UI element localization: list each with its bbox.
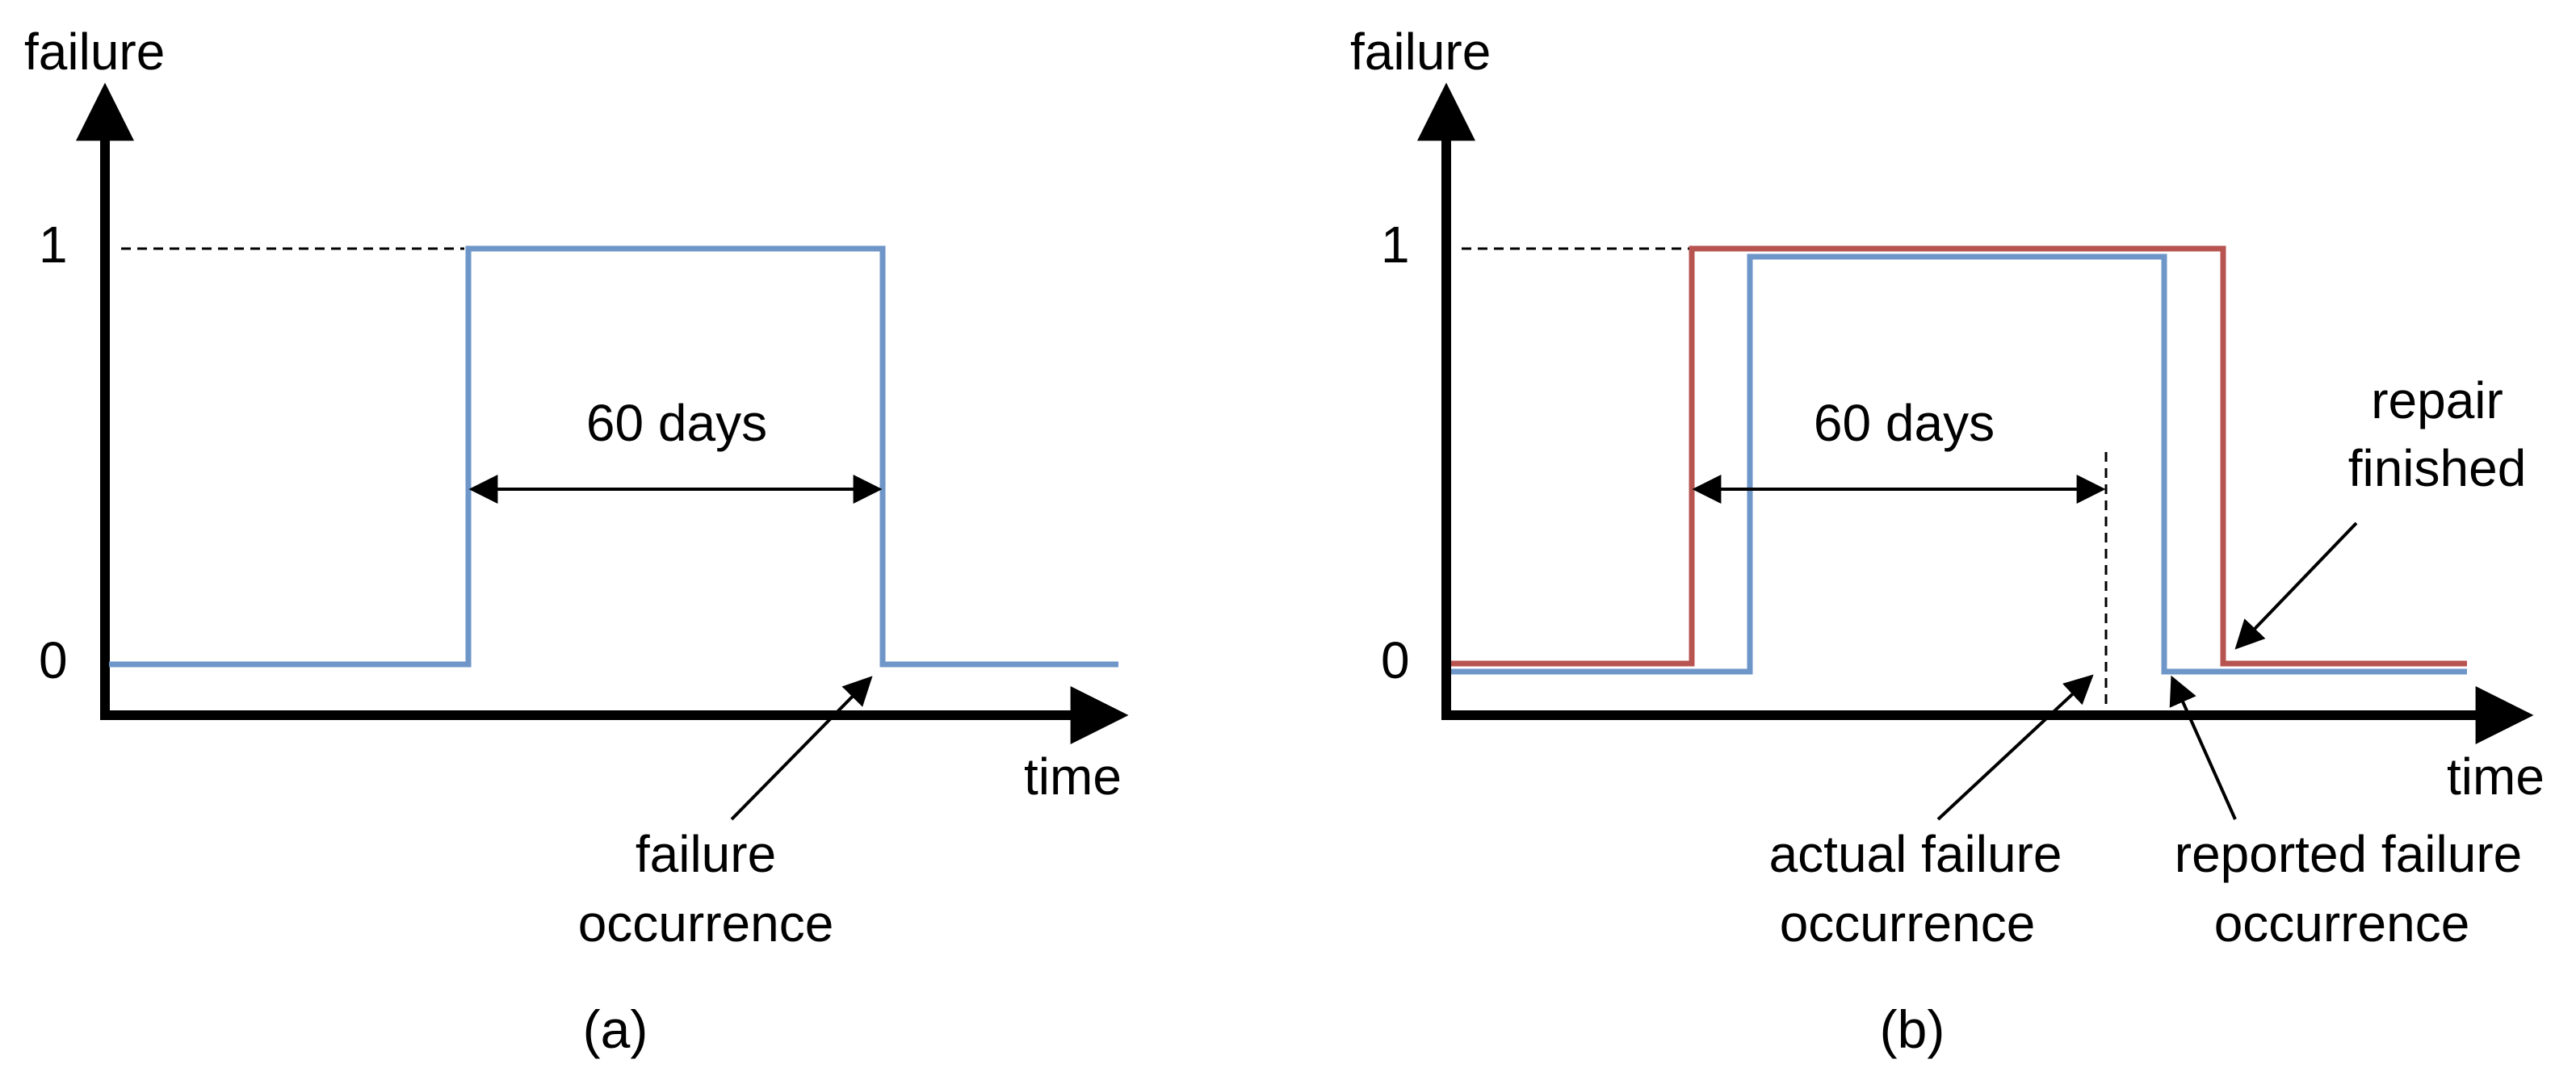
reported-failure-label-line2: occurrence	[2214, 894, 2470, 953]
panel-caption: (b)	[1880, 999, 1945, 1059]
tick-label-0: 0	[1381, 631, 1410, 689]
repair-finished-label-line1: repair	[2371, 371, 2503, 429]
failure-signal-line	[109, 245, 1118, 668]
reported-failure-pointer	[2169, 675, 2237, 820]
panel-caption: (a)	[583, 999, 648, 1059]
reported-failure-label-line1: reported failure	[2175, 825, 2522, 883]
actual-failure-signal-line	[1451, 245, 2467, 667]
x-axis-label: time	[1024, 747, 1122, 806]
duration-label: 60 days	[586, 394, 767, 452]
reported-failure-signal-line	[1451, 253, 2467, 675]
y-axis-label: failure	[24, 23, 165, 81]
tick-label-1: 1	[1381, 216, 1410, 274]
panel-a: failure time 1 0 60 days failure occurre…	[24, 23, 1129, 1059]
actual-failure-label-line2: occurrence	[1780, 894, 2036, 953]
failure-occurrence-label-line2: occurrence	[578, 894, 834, 953]
y-axis-label: failure	[1350, 23, 1491, 81]
actual-failure-label-line1: actual failure	[1769, 825, 2062, 883]
tick-label-1: 1	[39, 216, 68, 274]
repair-finished-pointer	[2234, 521, 2358, 650]
failure-occurrence-pointer	[730, 676, 873, 821]
repair-finished-label-line2: finished	[2348, 439, 2527, 497]
panel-b: failure time 1 0 60 days repair finished…	[1350, 23, 2545, 1059]
x-axis-label: time	[2447, 747, 2545, 806]
actual-failure-pointer	[1936, 674, 2094, 821]
failure-occurrence-label-line1: failure	[636, 825, 776, 883]
tick-label-0: 0	[39, 631, 68, 689]
duration-label: 60 days	[1814, 394, 1995, 452]
